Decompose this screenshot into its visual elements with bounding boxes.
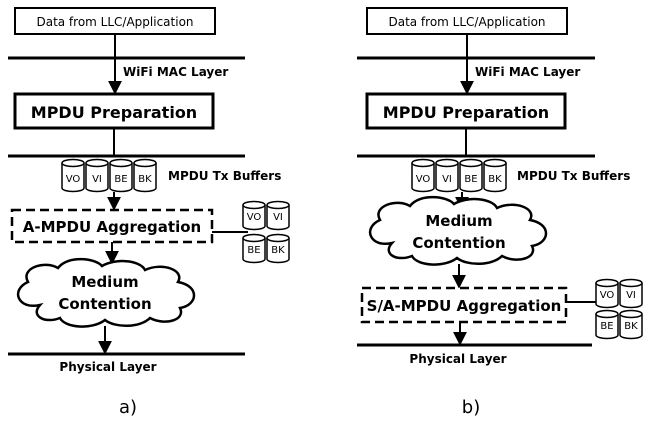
tx-buffers-label: MPDU Tx Buffers [168,169,281,183]
queue-vi: VI [85,158,109,193]
medium-contention-cloud [368,195,548,266]
physical-layer-label: Physical Layer [409,352,506,366]
queue-bk: BK [483,158,507,193]
svg-text:VO: VO [247,212,262,223]
cloud-line-2: Contention [58,295,151,313]
cloud-line-2: Contention [412,234,505,252]
cloud-line-1: Medium [425,212,492,230]
svg-text:VO: VO [416,174,431,185]
svg-text:VO: VO [66,174,81,185]
svg-text:VI: VI [92,174,102,185]
source-box-label: Data from LLC/Application [36,15,193,29]
aggregation-box [360,286,568,324]
svg-text:BE: BE [114,174,127,185]
queue-vo: VO [411,158,435,193]
queue-bk: BK [133,158,157,193]
svg-text:BK: BK [138,174,152,185]
svg-text:VI: VI [626,290,636,301]
svg-text:BE: BE [600,321,613,332]
medium-contention-cloud [16,257,196,328]
tx-buffer-queues: VO VI BE BK [411,158,507,193]
panel-b: Data from LLC/Application WiFi MAC Layer… [357,7,643,418]
physical-layer-label: Physical Layer [59,360,156,374]
queue-be: BE [109,158,133,193]
svg-text:BK: BK [624,321,638,332]
svg-text:BK: BK [271,245,285,256]
queue-vi: VI [435,158,459,193]
tx-buffer-queues: VO VI BE BK [61,158,157,193]
panel-caption: a) [119,397,137,418]
prep-box [13,92,215,130]
cloud-line-1: Medium [71,273,138,291]
svg-text:VO: VO [600,290,615,301]
mac-layer-label: WiFi MAC Layer [475,65,580,79]
panel-a: Data from LLC/Application WiFi MAC Layer… [8,7,290,418]
queue-be: BE [459,158,483,193]
svg-text:VI: VI [273,212,283,223]
aggregation-box [10,208,214,244]
panel-caption: b) [462,397,480,418]
prep-box-label: MPDU Preparation [31,103,197,122]
aggregation-queues: VO VI BE BK [595,278,643,340]
prep-box-label: MPDU Preparation [383,103,549,122]
aggregation-queues: VO VI BE BK [242,200,290,264]
queue-vo: VO [61,158,85,193]
source-box [366,7,568,35]
svg-text:BE: BE [464,174,477,185]
svg-text:VI: VI [442,174,452,185]
prep-box [365,92,567,130]
aggregation-box-label: S/A-MPDU Aggregation [367,297,562,315]
svg-text:BK: BK [488,174,502,185]
svg-text:BE: BE [247,245,260,256]
mac-layer-label: WiFi MAC Layer [123,65,228,79]
tx-buffers-label: MPDU Tx Buffers [517,169,630,183]
source-box-label: Data from LLC/Application [388,15,545,29]
aggregation-box-label: A-MPDU Aggregation [23,218,201,236]
